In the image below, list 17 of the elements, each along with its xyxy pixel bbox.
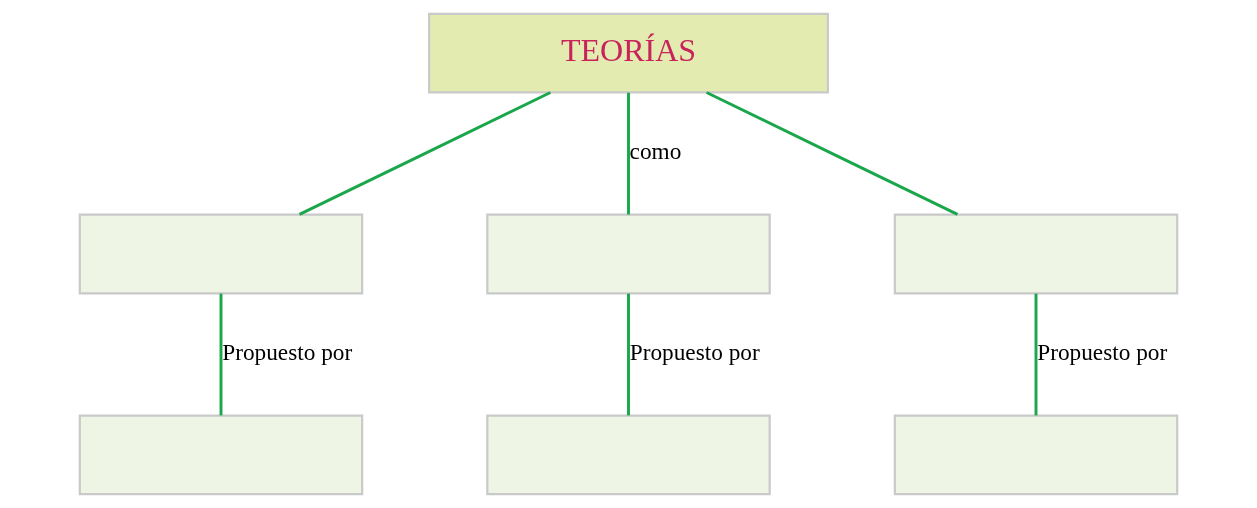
connector: [627, 293, 630, 416]
node-box: [78, 414, 364, 496]
connector: [705, 91, 959, 216]
node-box: [893, 414, 1179, 496]
connector: [298, 91, 552, 216]
edge-label: Propuesto por: [222, 338, 353, 365]
node-box: [893, 213, 1179, 295]
connector: [219, 293, 223, 416]
node-box: [486, 414, 771, 496]
node-box: [78, 213, 364, 295]
edge-label: como: [629, 138, 682, 165]
connector: [1034, 293, 1038, 416]
connector: [627, 92, 630, 215]
edge-label: Propuesto por: [629, 338, 760, 365]
node-box: [486, 213, 771, 295]
node-box: TEORÍAS: [428, 12, 829, 94]
edge-label: Propuesto por: [1037, 338, 1168, 365]
